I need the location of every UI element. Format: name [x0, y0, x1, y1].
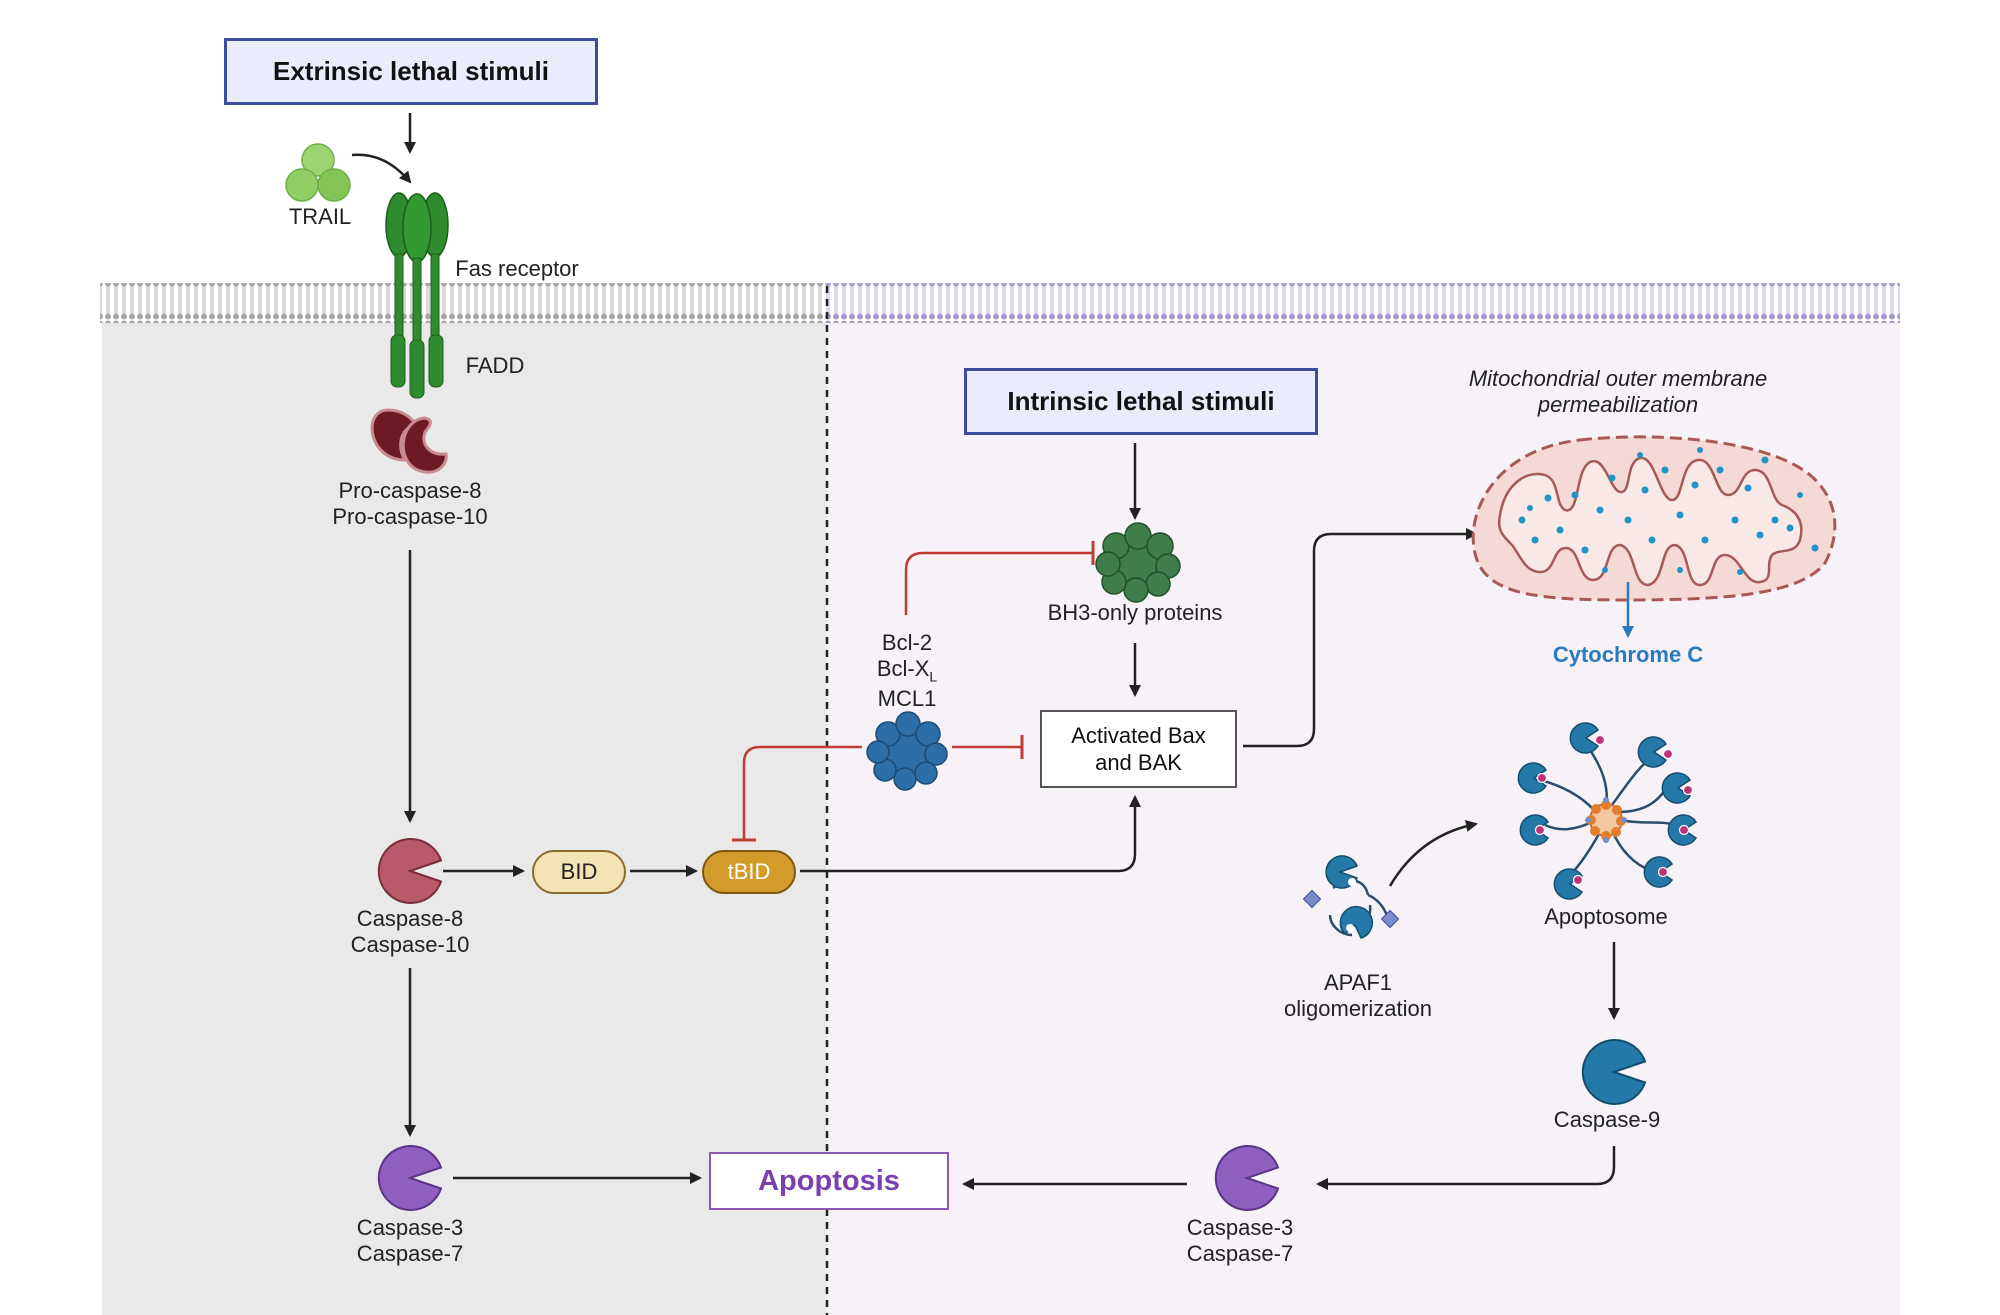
caspase-8-label: Caspase-8: [356, 906, 464, 931]
bclxl-label: Bcl-XL: [877, 656, 937, 685]
tbid-node: tBID: [702, 850, 796, 894]
bax-line-1: Activated Bax: [1071, 722, 1206, 748]
caspase-7-left-label: Caspase-7: [356, 1241, 464, 1267]
arrow-bax-to-mitochondrion: [1243, 528, 1478, 748]
mcl1-label: MCL1: [877, 685, 937, 711]
procaspase-10-label: Pro-caspase-10: [332, 504, 488, 530]
bcl2-label: Bcl-2: [881, 630, 933, 655]
apoptosome-icon: [1517, 722, 1698, 900]
plasma-membrane-left: [100, 283, 827, 323]
arrow-caspase9-to-caspase3: [1316, 1146, 1616, 1190]
fas-receptor-icon: [385, 192, 449, 343]
caspase-7-right-label: Caspase-7: [1186, 1241, 1294, 1267]
arrow-apaf1-to-apoptosome: [1388, 820, 1478, 887]
procaspase-8-label: Pro-caspase-8: [338, 478, 482, 503]
bh3-protein-icon: [1095, 522, 1181, 603]
procaspase-icon: [370, 408, 448, 474]
apaf1-icon: [1302, 855, 1400, 939]
bh3-label: BH3-only proteins: [1047, 600, 1223, 625]
caspase-3-right-label: Caspase-3: [1186, 1215, 1294, 1240]
caspase9-icon: [1581, 1039, 1647, 1105]
arrow-trail-to-receptor: [351, 153, 412, 184]
bid-node: BID: [532, 850, 626, 894]
cytochrome-c-label: Cytochrome C: [1552, 642, 1704, 667]
momp-label: Mitochondrial outer membrane permeabiliz…: [1469, 366, 1767, 419]
extrinsic-stimuli-box: Extrinsic lethal stimuli: [224, 38, 598, 105]
apaf1-line-1: APAF1: [1323, 970, 1393, 995]
trail-icon: [285, 143, 351, 202]
caspase8-label: Caspase-8 Caspase-10: [351, 906, 470, 959]
caspase3-left-label: Caspase-3 Caspase-7: [357, 1215, 463, 1268]
bclxl-sub: L: [929, 668, 938, 685]
activated-bax-bak-box: Activated Bax and BAK: [1040, 710, 1237, 788]
apaf1-line-2: oligomerization: [1284, 996, 1432, 1022]
bcl2-protein-icon: [866, 711, 948, 791]
extrinsic-cytoplasm: [102, 323, 827, 1315]
caspase-3-left-label: Caspase-3: [356, 1215, 464, 1240]
arrow-tbid-to-bax: [800, 795, 1141, 873]
apoptosis-box: Apoptosis: [709, 1152, 949, 1210]
intrinsic-stimuli-box: Intrinsic lethal stimuli: [964, 368, 1318, 435]
apoptosome-label: Apoptosome: [1544, 904, 1668, 929]
plasma-membrane-right: [827, 283, 1900, 323]
caspase8-icon: [377, 838, 443, 904]
momp-line-1: Mitochondrial outer membrane: [1468, 366, 1768, 391]
inhibit-bcl2-to-tbid: [742, 745, 862, 840]
bcl2-family-label: Bcl-2 Bcl-XL MCL1: [877, 630, 937, 712]
procaspase-label: Pro-caspase-8 Pro-caspase-10: [332, 478, 487, 531]
fadd-icon: [390, 334, 444, 399]
caspase3-right-label: Caspase-3 Caspase-7: [1187, 1215, 1293, 1268]
apaf1-label: APAF1 oligomerization: [1284, 970, 1432, 1023]
mitochondrion-icon: [1471, 435, 1837, 602]
caspase3-left-icon: [377, 1145, 443, 1211]
caspase9-label: Caspase-9: [1553, 1107, 1661, 1132]
momp-line-2: permeabilization: [1537, 392, 1699, 418]
fadd-label: FADD: [465, 353, 525, 378]
inhibit-bcl2-to-bh3: [904, 551, 1093, 615]
caspase3-right-icon: [1214, 1145, 1280, 1211]
bax-line-2: and BAK: [1095, 750, 1182, 775]
caspase-10-label: Caspase-10: [350, 932, 470, 958]
trail-label: TRAIL: [288, 204, 352, 229]
fas-receptor-label: Fas receptor: [455, 256, 579, 281]
bclxl-main: Bcl-X: [876, 656, 930, 682]
